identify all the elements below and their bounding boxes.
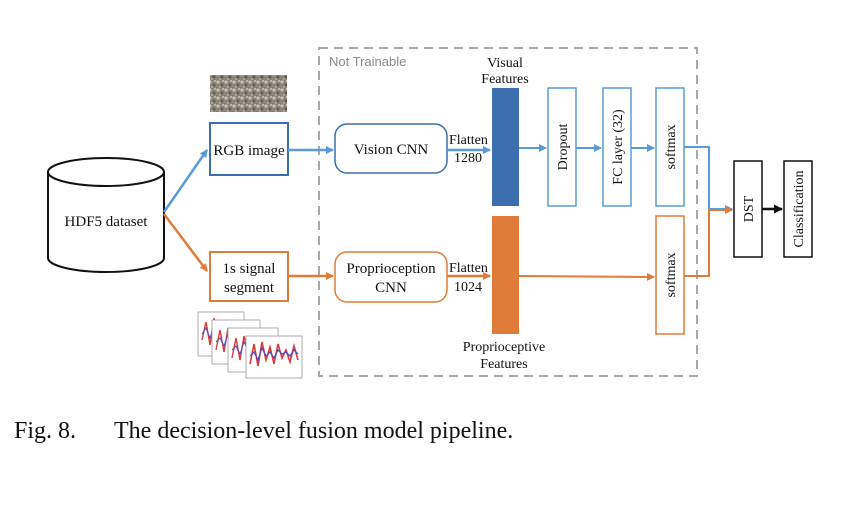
flatten-proprio-label: Flatten <box>449 261 488 276</box>
arrow-softmax-visual-to-dst <box>684 146 733 213</box>
proprio-cnn-label-1: Proprioception <box>346 261 436 277</box>
softmax-visual-label: softmax <box>664 124 679 169</box>
figure-number: Fig. 8. <box>14 418 77 444</box>
arrow-softmax-proprio-to-dst <box>684 206 733 277</box>
visual-features-bar <box>492 88 519 206</box>
dataset-cylinder <box>47 157 165 273</box>
not-trainable-label: Not Trainable <box>329 54 406 69</box>
proprio-cnn-label-2: CNN <box>375 280 407 296</box>
proprio-features-bar <box>492 216 519 334</box>
arrow-dataset-to-signal <box>163 213 208 272</box>
rgb-image-label: RGB image <box>213 143 285 159</box>
dst-label: DST <box>742 195 757 222</box>
signal-segment-label-2: segment <box>224 280 275 296</box>
not-trainable-region <box>318 47 698 377</box>
softmax-proprio-box <box>655 215 685 335</box>
arrow-proprio-features-to-softmax <box>518 272 655 281</box>
vision-cnn-box <box>334 123 448 174</box>
proprio-features-label-1: Proprioceptive <box>463 340 545 355</box>
dropout-label: Dropout <box>556 124 571 171</box>
softmax-visual-box <box>655 87 685 207</box>
rgb-image-box <box>209 122 289 176</box>
softmax-proprio-label: softmax <box>664 252 679 297</box>
dropout-box <box>547 87 577 207</box>
visual-features-label-1: Visual <box>487 56 523 71</box>
dataset-label: HDF5 dataset <box>65 214 149 230</box>
figure-caption-text: The decision-level fusion model pipeline… <box>114 418 514 444</box>
arrow-dataset-to-rgb <box>162 149 209 213</box>
terrain-image-thumbnail <box>210 75 287 112</box>
classification-label: Classification <box>792 171 807 248</box>
vision-cnn-label: Vision CNN <box>354 142 429 158</box>
figure-caption: Fig. 8. The decision-level fusion model p… <box>14 418 513 445</box>
visual-features-label-2: Features <box>481 72 528 87</box>
classification-box <box>783 160 813 258</box>
dst-box <box>733 160 763 258</box>
fc-layer-label: FC layer (32) <box>611 109 626 185</box>
flatten-visual-dim: 1280 <box>454 151 482 166</box>
flatten-proprio-dim: 1024 <box>454 280 482 295</box>
signal-segment-label-1: 1s signal <box>223 261 276 277</box>
proprio-features-label-2: Features <box>480 357 527 372</box>
fc-layer-box <box>602 87 632 207</box>
signal-plots-thumbnail <box>197 311 303 379</box>
flatten-visual-label: Flatten <box>449 133 488 148</box>
